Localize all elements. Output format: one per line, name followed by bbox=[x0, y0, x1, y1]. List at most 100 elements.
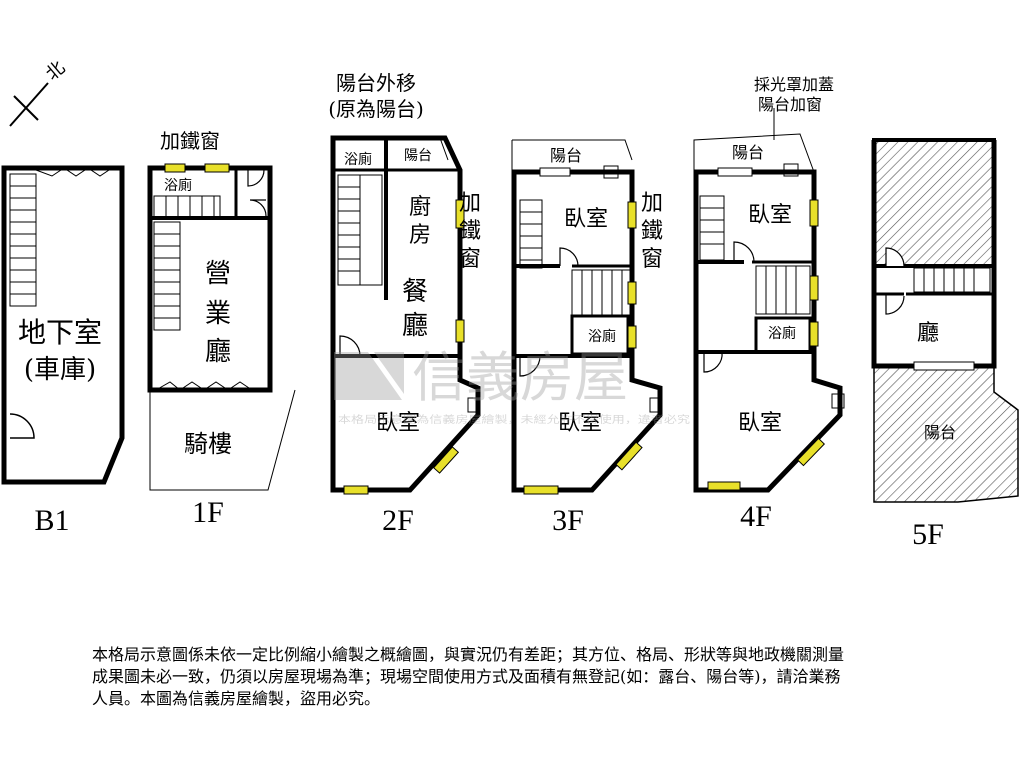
2f-iron-window-note-2: 鐵 bbox=[459, 219, 481, 244]
3f-door-icon bbox=[559, 247, 579, 267]
4f-window-icon bbox=[809, 199, 819, 227]
b1-door-icon bbox=[9, 413, 35, 439]
4f-window-icon bbox=[809, 321, 819, 347]
1f-arcade-outline bbox=[149, 389, 296, 491]
1f-side-door-icon bbox=[249, 199, 267, 217]
4f-door-icon bbox=[733, 241, 755, 263]
4f-stair-icon bbox=[699, 195, 725, 261]
4f-ac-icon bbox=[831, 393, 845, 409]
3f-stair-icon bbox=[571, 269, 631, 317]
1f-upper-stair-icon bbox=[153, 195, 221, 219]
2f-stair-icon bbox=[337, 174, 361, 286]
3f-window-icon bbox=[627, 325, 637, 349]
3f-window-icon bbox=[627, 201, 637, 229]
2f-bedroom-label: 臥室 bbox=[376, 411, 420, 436]
floor-1f: 加鐵窗 浴廁 營 業 廳 騎樓 1F bbox=[147, 129, 296, 529]
2f-window-icon bbox=[343, 485, 369, 495]
floor-3f: 陽台 臥室 浴廁 臥室 加 鐵 窗 3F bbox=[511, 139, 663, 537]
floor-label-b1: B1 bbox=[34, 504, 69, 537]
1f-window-icon bbox=[164, 163, 186, 173]
4f-skylight-note: 採光罩加蓋 bbox=[754, 75, 834, 94]
b1-stair-steps bbox=[10, 185, 36, 295]
3f-window-icon bbox=[523, 485, 559, 495]
watermark-notice: 本格局示意圖為信義房屋繪製，未經允許不得使用，違者必究 bbox=[338, 413, 690, 426]
3f-iron-window-note-2: 鐵 bbox=[641, 219, 663, 244]
2f-window-icon bbox=[455, 319, 465, 343]
3f-ac-icon bbox=[649, 397, 663, 413]
3f-stair-icon bbox=[519, 199, 543, 269]
watermark-logo-icon bbox=[334, 352, 404, 400]
4f-door-slider-icon bbox=[717, 167, 753, 177]
watermark-brand: 信義房屋 bbox=[412, 346, 628, 409]
north-compass: 北 bbox=[9, 57, 69, 127]
1f-stair-steps bbox=[154, 233, 180, 319]
4f-stair-icon bbox=[755, 265, 811, 315]
5f-stair-steps bbox=[923, 268, 975, 292]
1f-arcade-label: 騎樓 bbox=[184, 430, 232, 458]
4f-skylight-note-2: 陽台加窗 bbox=[758, 95, 822, 114]
3f-balcony-outline bbox=[512, 139, 633, 161]
4f-balcony-outline bbox=[693, 133, 815, 173]
1f-window-icon bbox=[204, 163, 230, 173]
b1-basement-label: 地下室 bbox=[18, 316, 102, 349]
5f-roof-hatched-area bbox=[872, 138, 996, 268]
compass-arrow-icon bbox=[9, 82, 49, 127]
2f-ac-icon bbox=[467, 397, 481, 413]
3f-door-icon bbox=[519, 355, 541, 377]
4f-window-icon bbox=[707, 481, 741, 491]
2f-bath-label: 浴廁 bbox=[344, 151, 372, 168]
floor-2f: 陽台外移 (原為陽台) 浴廁 陽台 廚 房 餐 廳 加 鐵 窗 臥室 2F bbox=[328, 71, 481, 537]
5f-door-icon bbox=[885, 247, 905, 267]
4f-ac-icon bbox=[783, 163, 799, 177]
floor-b1: 地下室 (車庫) B1 bbox=[1, 165, 125, 537]
3f-iron-window-note-1: 加 bbox=[641, 191, 663, 216]
4f-door-icon bbox=[703, 351, 723, 373]
2f-stair-icon bbox=[359, 174, 383, 286]
5f-hall-label: 廳 bbox=[917, 321, 939, 346]
2f-door-icon bbox=[339, 335, 361, 357]
2f-dining-label-1: 餐 bbox=[402, 277, 428, 307]
watermark: 信義房屋 本格局示意圖為信義房屋繪製，未經允許不得使用，違者必究 bbox=[334, 346, 690, 426]
2f-iron-window-note-3: 窗 bbox=[459, 247, 481, 272]
compass-cross-icon bbox=[13, 95, 39, 121]
2f-dining-label-2: 廳 bbox=[402, 311, 428, 341]
5f-door-slider-icon bbox=[913, 361, 975, 371]
4f-window-icon bbox=[796, 437, 826, 467]
1f-stair-icon bbox=[153, 221, 181, 331]
3f-ac-icon bbox=[603, 165, 619, 179]
2f-balcony-moved-note-2: (原為陽台) bbox=[328, 97, 424, 121]
2f-stair-steps bbox=[338, 186, 360, 272]
2f-iron-window-note-1: 加 bbox=[459, 191, 481, 216]
floor-label-2f: 2F bbox=[382, 504, 414, 537]
5f-balcony-label: 陽台 bbox=[924, 423, 956, 442]
floor-label-3f: 3F bbox=[552, 504, 584, 537]
3f-bedroom-back-label: 臥室 bbox=[564, 207, 608, 232]
1f-business-label-3: 廳 bbox=[205, 337, 231, 367]
3f-iron-window-note-3: 窗 bbox=[641, 247, 663, 272]
1f-bath-label: 浴廁 bbox=[164, 177, 192, 194]
disclaimer-text: 本格局示意圖係未依一定比例縮小繪製之概繪圖，與實況仍有差距；其方位、格局、形狀等… bbox=[92, 645, 845, 708]
4f-bath-label: 浴廁 bbox=[768, 325, 796, 342]
4f-balcony-label: 陽台 bbox=[732, 143, 764, 162]
4f-bedroom-back-label: 臥室 bbox=[748, 203, 792, 228]
3f-bedroom-front-label: 臥室 bbox=[558, 411, 602, 436]
b1-vent-icon bbox=[35, 167, 113, 177]
3f-door-slider-icon bbox=[539, 167, 571, 177]
3f-balcony-label: 陽台 bbox=[550, 146, 582, 165]
b1-outer-wall bbox=[1, 165, 125, 485]
2f-window-icon bbox=[455, 199, 465, 229]
floor-5f: 廳 陽台 5F bbox=[871, 138, 1019, 551]
2f-balcony-moved-note: 陽台外移 bbox=[336, 71, 416, 95]
5f-door-icon bbox=[885, 294, 905, 315]
5f-stair-icon bbox=[913, 267, 991, 293]
1f-business-label-2: 業 bbox=[205, 299, 231, 329]
2f-balcony-outline bbox=[386, 137, 449, 161]
1f-iron-window-note: 加鐵窗 bbox=[160, 129, 220, 153]
floor-label-5f: 5F bbox=[912, 518, 944, 551]
2f-window-icon bbox=[432, 446, 460, 474]
3f-stair-steps bbox=[520, 211, 542, 261]
3f-window-icon bbox=[627, 281, 637, 305]
3f-bath-label: 浴廁 bbox=[588, 328, 616, 345]
2f-kitchen-label-1: 廚 bbox=[409, 195, 431, 220]
